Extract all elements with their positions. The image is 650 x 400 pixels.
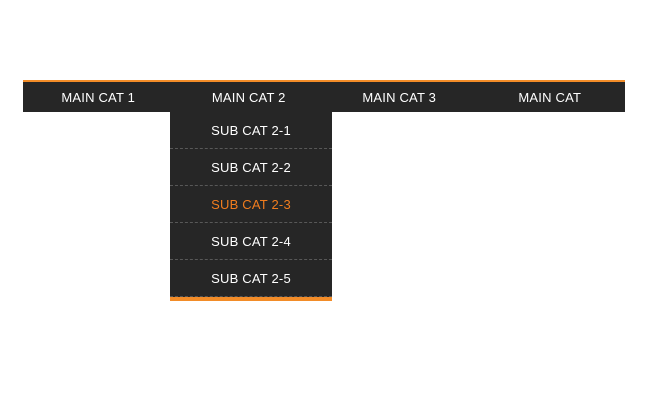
submenu-item-label: SUB CAT 2-2 [211, 159, 291, 175]
nav-item-main-cat-2[interactable]: MAIN CAT 2 [174, 82, 325, 112]
submenu-item-sub-cat-2-1[interactable]: SUB CAT 2-1 [170, 112, 332, 149]
submenu-item-sub-cat-2-3[interactable]: SUB CAT 2-3 [170, 186, 332, 223]
submenu-item-sub-cat-2-2[interactable]: SUB CAT 2-2 [170, 149, 332, 186]
main-nav-bar: MAIN CAT 1 MAIN CAT 2 MAIN CAT 3 MAIN CA… [23, 80, 625, 112]
nav-item-label: MAIN CAT 2 [211, 89, 286, 105]
nav-item-main-cat-1[interactable]: MAIN CAT 1 [23, 82, 174, 112]
nav-item-label: MAIN CAT 3 [362, 89, 437, 105]
nav-item-label: MAIN CAT [518, 89, 582, 105]
navigation-menu: MAIN CAT 1 MAIN CAT 2 MAIN CAT 3 MAIN CA… [23, 80, 625, 301]
submenu-item-sub-cat-2-5[interactable]: SUB CAT 2-5 [170, 260, 332, 297]
submenu-item-label: SUB CAT 2-5 [211, 270, 291, 286]
submenu-item-sub-cat-2-4[interactable]: SUB CAT 2-4 [170, 223, 332, 260]
submenu-main-cat-2: SUB CAT 2-1 SUB CAT 2-2 SUB CAT 2-3 SUB … [170, 112, 332, 301]
nav-item-main-cat-3[interactable]: MAIN CAT 3 [324, 82, 475, 112]
submenu-item-label: SUB CAT 2-4 [211, 233, 291, 249]
submenu-item-label: SUB CAT 2-3 [211, 196, 291, 212]
submenu-item-label: SUB CAT 2-1 [211, 122, 291, 138]
nav-item-label: MAIN CAT 1 [61, 89, 136, 105]
nav-item-main-cat-4[interactable]: MAIN CAT [475, 82, 626, 112]
